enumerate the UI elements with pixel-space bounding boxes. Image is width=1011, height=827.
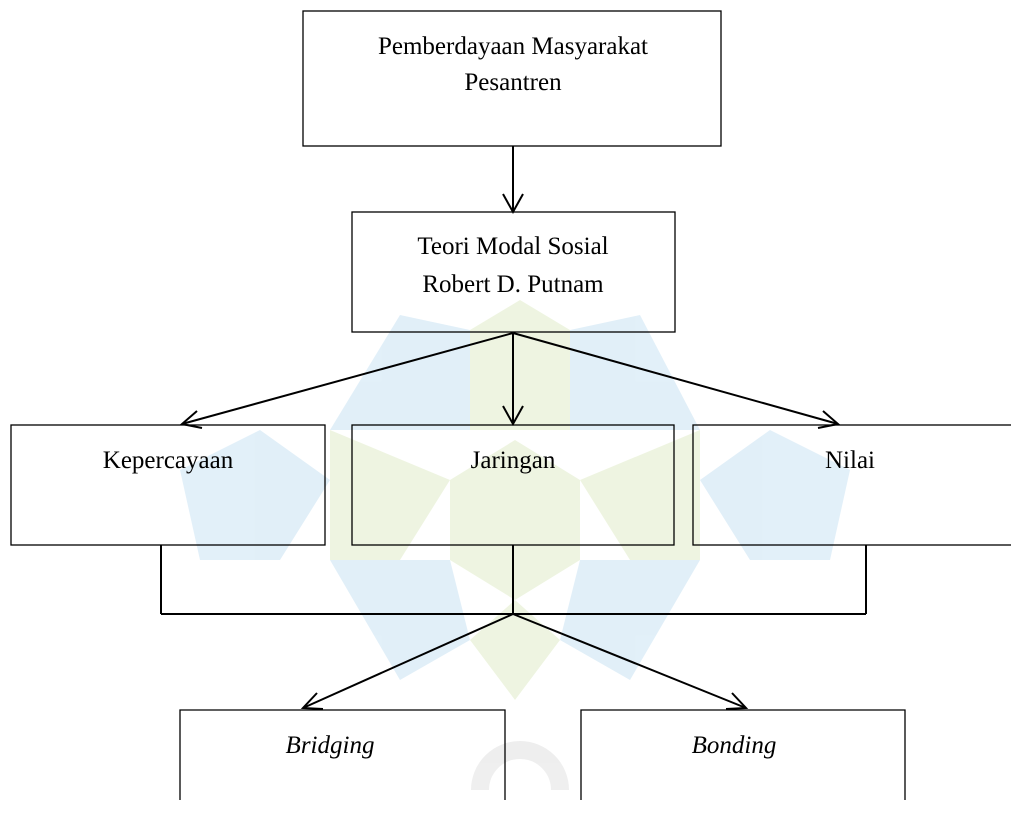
values-label: Nilai — [825, 447, 875, 474]
bridging-label: Bridging — [286, 732, 375, 759]
bridging-box — [179, 709, 506, 800]
theory-label-line2: Robert D. Putnam — [422, 271, 604, 298]
merge-to-bonding-arrowhead — [725, 692, 749, 710]
theory-to-values-connector — [512, 332, 839, 425]
merge-to-bridging-connector — [302, 613, 514, 709]
bonding-box — [580, 709, 906, 800]
theory-to-trust-arrowhead — [179, 410, 203, 429]
values-box — [692, 424, 1011, 546]
trust-label: Kepercayaan — [103, 447, 234, 474]
university-logo-watermark — [180, 300, 850, 791]
root-label-line2: Pesantren — [464, 69, 562, 96]
theory-label-line1: Teori Modal Sosial — [417, 233, 608, 260]
merge-to-bridging-arrowhead — [300, 692, 324, 710]
root-to-theory-arrowhead — [502, 193, 524, 215]
merge-to-bonding-connector — [512, 613, 747, 709]
root-label-line1: Pemberdayaan Masyarakat — [378, 33, 648, 60]
trust-box — [10, 424, 326, 546]
theory-to-values-arrowhead — [817, 410, 841, 429]
network-label: Jaringan — [471, 447, 556, 474]
bonding-label: Bonding — [692, 732, 777, 759]
theory-to-trust-connector — [181, 332, 514, 425]
theory-to-network-arrowhead — [502, 405, 524, 427]
